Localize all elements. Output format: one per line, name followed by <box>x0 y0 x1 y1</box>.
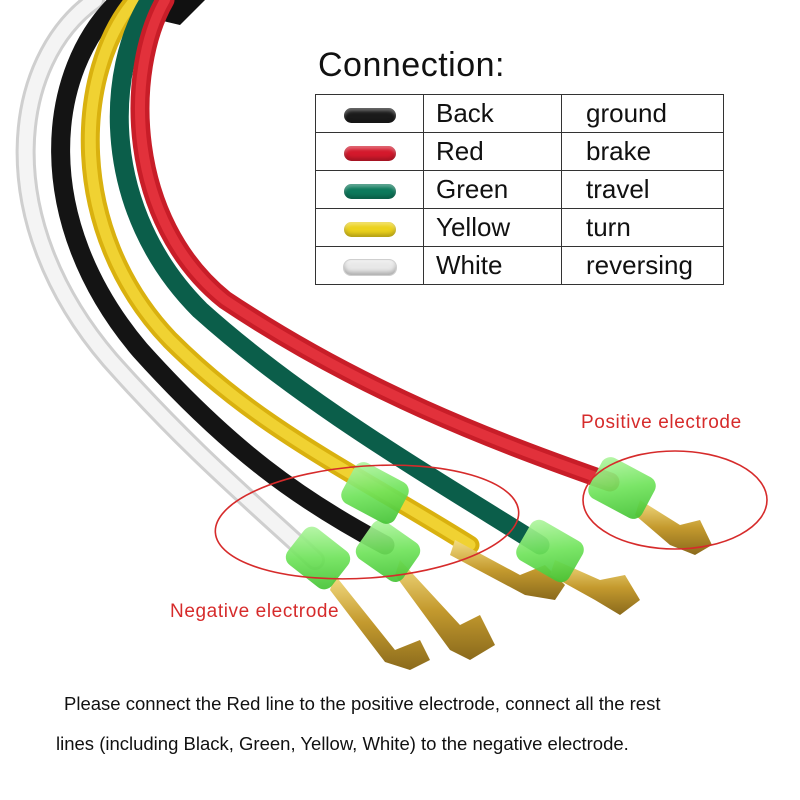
color-name-cell: White <box>423 246 562 285</box>
instruction-line-2: lines (including Black, Green, Yellow, W… <box>56 733 629 754</box>
function-cell: reversing <box>561 246 724 285</box>
wire-swatch-yellow <box>343 221 396 237</box>
instruction-line-1: Please connect the Red line to the posit… <box>64 693 661 714</box>
terminal-green <box>550 560 640 615</box>
positive-electrode-circle <box>582 450 768 550</box>
terminal-red <box>635 500 712 555</box>
function-cell: turn <box>561 208 724 247</box>
color-name-cell: Red <box>423 132 562 171</box>
sleeve-black <box>355 520 421 582</box>
connection-title: Connection: <box>318 46 505 84</box>
sleeve-white <box>285 526 351 590</box>
wire-swatch-white <box>342 258 397 276</box>
negative-electrode-label: Negative electrode <box>170 601 340 622</box>
green-wire <box>109 0 550 555</box>
wire-swatch-green <box>343 183 396 199</box>
function-cell: brake <box>561 132 724 171</box>
wire-swatch-black <box>343 107 396 123</box>
table-row: Red brake <box>315 132 724 171</box>
terminal-black <box>395 560 495 660</box>
wire-swatch-red <box>343 145 396 161</box>
positive-electrode-label: Positive electrode <box>581 412 742 433</box>
table-row: Yellow turn <box>315 208 724 247</box>
table-row: White reversing <box>315 246 724 285</box>
sleeve-red <box>588 457 656 519</box>
color-name-cell: Green <box>423 170 562 209</box>
color-name-cell: Yellow <box>423 208 562 247</box>
connection-table: Back ground Red brake Green travel Yello… <box>315 94 724 285</box>
sleeve-green <box>516 519 584 583</box>
table-row: Back ground <box>315 94 724 133</box>
color-name-cell: Back <box>423 94 562 133</box>
terminal-yellow <box>450 540 565 600</box>
negative-electrode-circle <box>214 464 520 580</box>
table-row: Green travel <box>315 170 724 209</box>
function-cell: ground <box>561 94 724 133</box>
function-cell: travel <box>561 170 724 209</box>
terminal-white <box>330 575 430 670</box>
sleeve-yellow <box>341 462 409 524</box>
black-wire <box>51 0 395 555</box>
